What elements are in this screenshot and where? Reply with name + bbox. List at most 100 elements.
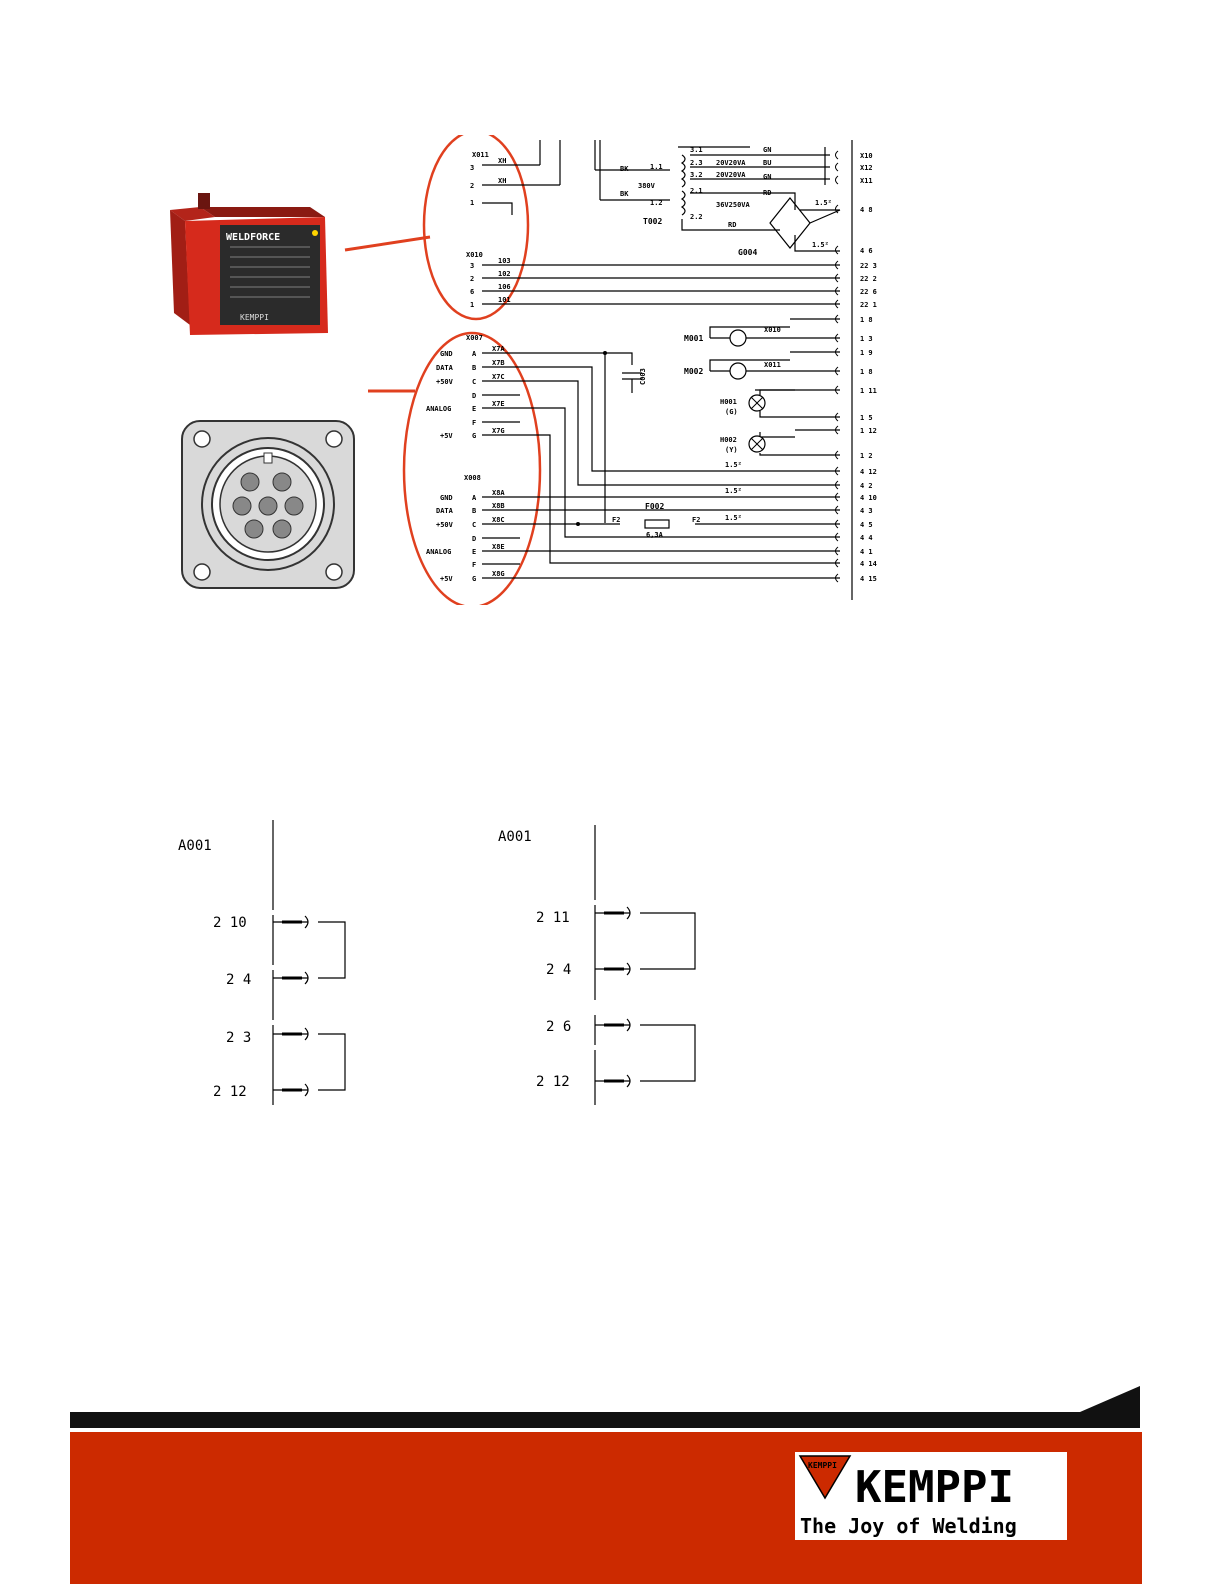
fuse-rating: 6,3A xyxy=(646,531,664,539)
x007-wire: X7A xyxy=(492,345,505,353)
wire-color: RD xyxy=(728,221,736,229)
x008-pin: D xyxy=(472,535,476,543)
terminal-socket-icon xyxy=(835,519,839,529)
x008-pin: F xyxy=(472,561,476,569)
x007-wire: X7B xyxy=(492,359,505,367)
transformer-id: T002 xyxy=(643,217,662,226)
x010-wire-4: 101 xyxy=(498,296,511,304)
x011-pin-3: 3 xyxy=(470,164,474,172)
x010-pin-2: 2 xyxy=(470,275,474,283)
x008-wire: X8B xyxy=(492,502,505,510)
x010-pin-3: 6 xyxy=(470,288,474,296)
x008-pin: C xyxy=(472,521,476,529)
motor-conn: X011 xyxy=(764,361,781,369)
x011-wire-1: XH xyxy=(498,157,506,165)
right-terminal-label: 22 6 xyxy=(860,288,877,296)
right-terminal-label: 1 9 xyxy=(860,349,873,357)
x007-label: X007 xyxy=(466,334,483,342)
x007-pin: G xyxy=(472,432,476,440)
unit-maker: KEMPPI xyxy=(240,313,269,322)
right-terminal-label: 4 5 xyxy=(860,521,873,529)
wire-color: GN xyxy=(763,173,771,181)
logo-tagline: The Joy of Welding xyxy=(800,1514,1017,1538)
wire-size: 1.5² xyxy=(812,241,829,249)
output-rating: 36V250VA xyxy=(716,201,751,209)
x010-pin-1: 3 xyxy=(470,262,474,270)
terminal-socket-icon xyxy=(835,314,839,324)
right-terminal-label: 22 2 xyxy=(860,275,877,283)
connector-face-drawing xyxy=(181,420,355,589)
terminal-socket-icon xyxy=(835,204,839,214)
lamp-color: (Y) xyxy=(725,446,738,454)
jumper-pin: 2 12 xyxy=(213,1084,247,1100)
terminal-socket-icon xyxy=(835,532,839,542)
terminal-socket-icon xyxy=(835,385,839,395)
terminal-socket-icon xyxy=(835,480,839,490)
fuse-pin-right: F2 xyxy=(692,516,700,524)
terminal-socket-icon xyxy=(835,286,839,296)
jumper-pin: 2 12 xyxy=(536,1074,570,1090)
x008-pin: B xyxy=(472,507,476,515)
jumper-diagram-left: A001 2 10 2 4 2 3 2 12 xyxy=(178,820,346,1105)
x008-signal: +50V xyxy=(436,521,454,529)
right-terminal-label: 1 2 xyxy=(860,452,873,460)
x011-x010-highlight xyxy=(422,135,530,321)
x008-pin: A xyxy=(472,494,477,502)
wire-size: 1.5² xyxy=(725,487,742,495)
kemppi-logo-mark-icon xyxy=(798,1455,852,1500)
terminal-socket-icon xyxy=(835,245,839,255)
wire-color: GN xyxy=(763,146,771,154)
terminal-socket-icon xyxy=(835,162,839,172)
primary-voltage: 380V xyxy=(638,182,656,190)
x007-pins: A B C D E F G xyxy=(472,350,477,440)
x007-pin: B xyxy=(472,364,476,372)
terminal-socket-icon xyxy=(835,546,839,556)
x007-pin: A xyxy=(472,350,477,358)
x011-pin-1: 1 xyxy=(470,199,474,207)
jumper-pin: 2 4 xyxy=(546,962,571,978)
x007-signal: ANALOG xyxy=(426,405,451,413)
x010-wire-1: 103 xyxy=(498,257,511,265)
jumper-board-id: A001 xyxy=(498,829,532,845)
x008-signal: DATA xyxy=(436,507,454,515)
x010-wire-3: 106 xyxy=(498,283,511,291)
right-terminal-label: 4 4 xyxy=(860,534,873,542)
motor-conn: X010 xyxy=(764,326,781,334)
terminal-socket-icon xyxy=(835,260,839,270)
terminal-socket-icon xyxy=(835,412,839,422)
callout-lines xyxy=(344,235,431,393)
rectifier-id: G004 xyxy=(738,248,757,257)
x008-wire: X8C xyxy=(492,516,505,524)
tap-label: 1.1 xyxy=(650,163,663,171)
terminal-socket-icon xyxy=(835,333,839,343)
tap-label: 2.2 xyxy=(690,213,703,221)
x008-wire: X8E xyxy=(492,543,505,551)
terminal-socket-icon xyxy=(835,175,839,185)
motor-id: M001 xyxy=(684,334,703,343)
right-terminal-label: X12 xyxy=(860,164,873,172)
right-terminal-label: 4 3 xyxy=(860,507,873,515)
jumper-pin: 2 4 xyxy=(226,972,251,988)
fuse-pin-left: F2 xyxy=(612,516,620,524)
wire-color: BU xyxy=(763,159,771,167)
x007-wire: X7E xyxy=(492,400,505,408)
right-terminal-label: 1 3 xyxy=(860,335,873,343)
right-terminal-label: 4 10 xyxy=(860,494,877,502)
tap-label: 2.1 xyxy=(690,187,703,195)
right-terminal-label: 4 14 xyxy=(860,560,877,568)
kemppi-logo: KEMPPI KEMPPI The Joy of Welding xyxy=(795,1452,1067,1540)
jumper-diagram-right: A001 2 11 2 4 2 6 2 12 xyxy=(498,825,696,1105)
wire-size: 1.5² xyxy=(815,199,832,207)
right-terminal-label: 1 8 xyxy=(860,316,873,324)
x008-signal: GND xyxy=(440,494,453,502)
x010-label: X010 xyxy=(466,251,483,259)
x008-signal: +5V xyxy=(440,575,453,583)
right-terminal-label: 1 12 xyxy=(860,427,877,435)
right-terminal-label: 4 8 xyxy=(860,206,873,214)
jumper-pin: 2 11 xyxy=(536,910,570,926)
x007-pin: C xyxy=(472,378,476,386)
capacitor-id: C003 xyxy=(639,368,647,385)
x007-signal: GND xyxy=(440,350,453,358)
jumper-pin: 2 10 xyxy=(213,915,247,931)
terminal-socket-icon xyxy=(835,558,839,568)
